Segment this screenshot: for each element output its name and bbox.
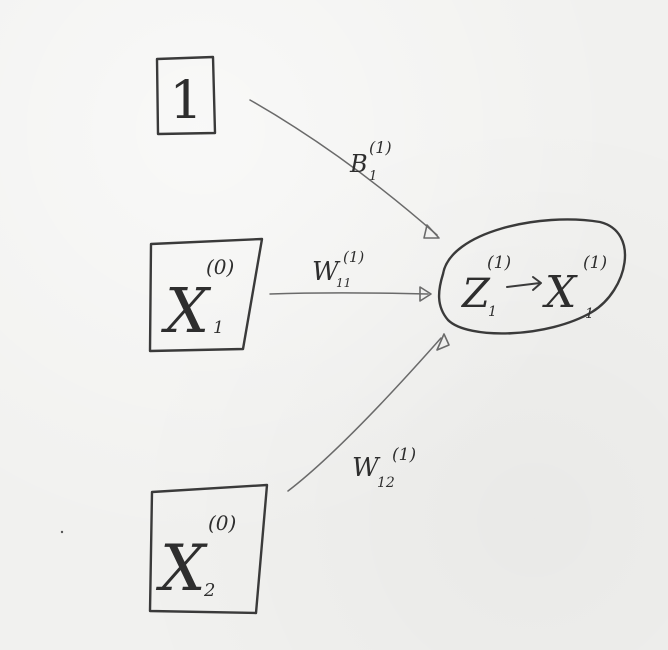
w11-edge-symbol: W xyxy=(312,257,341,287)
bias-edge-subscript: 1 xyxy=(369,169,377,184)
w11-edge-superscript: (1) xyxy=(343,248,364,266)
activation-arrow-head xyxy=(532,276,542,291)
w11-edge-arrowhead xyxy=(419,286,432,302)
bias-edge-arrowhead xyxy=(423,224,440,239)
neuron-x-subscript: 1 xyxy=(585,306,594,322)
bias-edge-line xyxy=(249,99,438,236)
input-node-x2-symbol: X xyxy=(155,532,208,606)
input-node-x1-superscript: (0) xyxy=(206,255,234,279)
input-node-x1-symbol: X xyxy=(161,274,212,347)
activation-arrow-line xyxy=(506,282,541,288)
input-node-x2-subscript: 2 xyxy=(203,580,215,601)
output-neuron: Z (1) 1 X (1) 1 xyxy=(437,218,627,335)
bias-edge-superscript: (1) xyxy=(369,138,392,157)
w12-edge-line xyxy=(287,337,442,492)
w11-edge-subscript: 11 xyxy=(336,276,351,290)
input-node-x2-superscript: (0) xyxy=(208,511,236,535)
input-node-x2: X (0) 2 xyxy=(148,483,269,615)
bias-node-box xyxy=(155,55,217,136)
w12-edge-arrowhead xyxy=(436,333,450,351)
output-neuron-ellipse xyxy=(437,218,627,335)
bias-edge: B (1) 1 xyxy=(249,99,440,239)
w12-edge: W (1) 12 xyxy=(287,333,450,492)
neuron-x-symbol: X xyxy=(542,267,578,318)
w12-edge-subscript: 12 xyxy=(377,475,395,491)
neuron-z-subscript: 1 xyxy=(488,304,497,320)
input-node-x1-box xyxy=(148,237,264,353)
input-node-x2-box xyxy=(148,483,269,615)
w11-edge: W (1) 11 xyxy=(269,248,432,302)
input-node-x1-subscript: 1 xyxy=(213,318,224,338)
bias-node: 1 xyxy=(155,55,217,136)
paper-speck xyxy=(60,530,64,534)
bias-edge-symbol: B xyxy=(349,150,368,178)
bias-node-label: 1 xyxy=(169,71,202,131)
w12-edge-symbol: W xyxy=(352,453,381,483)
neuron-x-superscript: (1) xyxy=(583,253,607,273)
input-node-x1: X (0) 1 xyxy=(148,237,264,353)
w12-edge-superscript: (1) xyxy=(392,445,416,465)
neuron-z-superscript: (1) xyxy=(487,253,511,273)
neuron-z-symbol: Z xyxy=(460,271,491,317)
w11-edge-line xyxy=(269,292,429,295)
